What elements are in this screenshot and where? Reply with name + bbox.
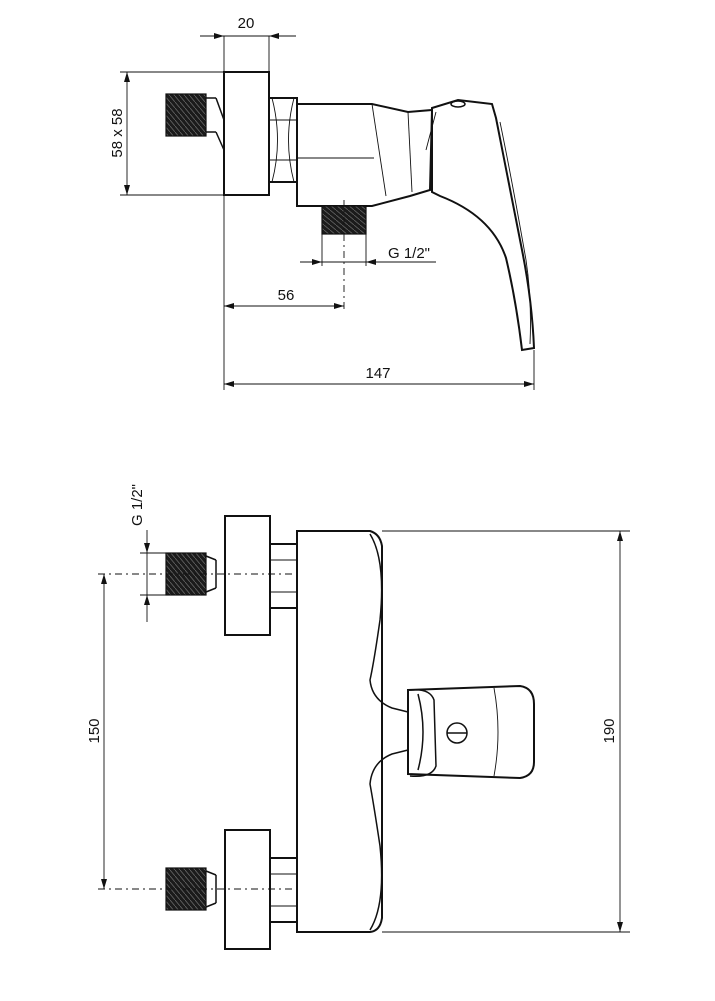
dim-outlet-offset: 56 — [278, 287, 295, 304]
side-flange — [223, 71, 270, 196]
dim-flange-size: 58 x 58 — [109, 108, 126, 157]
front-flange-bottom — [224, 829, 271, 950]
side-view: 20 58 x 58 G 1/2" 56 147 — [109, 15, 536, 390]
front-hex-nut-top — [269, 543, 298, 609]
front-lever-upper — [369, 533, 409, 713]
front-flange-top — [224, 515, 271, 636]
dim-inlet-thread: G 1/2" — [129, 484, 146, 526]
front-handle-knob — [407, 684, 535, 780]
front-mixer-body — [296, 530, 383, 933]
dim-flange-thickness: 20 — [238, 15, 255, 32]
side-eccentric-thread — [165, 93, 207, 137]
dim-overall-depth: 147 — [365, 365, 390, 382]
dim-overall-height: 190 — [601, 718, 618, 743]
side-hex-nut — [268, 97, 298, 183]
side-lever-handle — [431, 98, 536, 352]
front-view: G 1/2" 150 190 — [86, 484, 630, 950]
front-hex-nut-bottom — [269, 857, 298, 923]
dim-outlet-thread: G 1/2" — [388, 245, 430, 262]
front-lever-lower — [369, 749, 409, 931]
dim-inlet-spacing: 150 — [86, 718, 103, 743]
